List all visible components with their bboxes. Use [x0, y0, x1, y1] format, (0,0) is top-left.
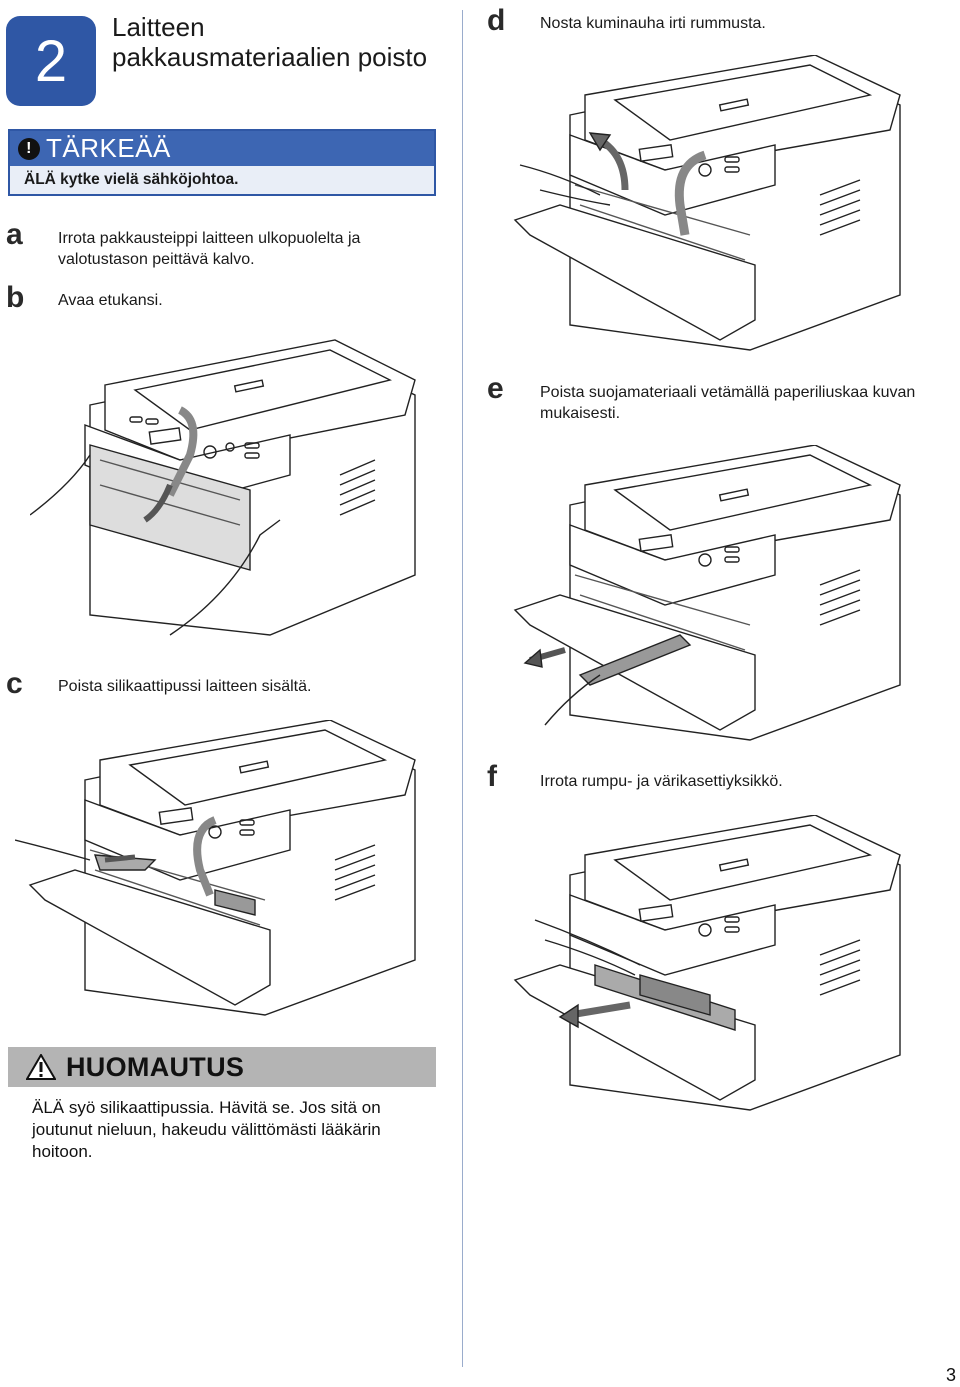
- column-divider: [462, 10, 463, 1367]
- step-letter-a: a: [6, 218, 23, 251]
- important-heading: TÄRKEÄÄ: [46, 133, 171, 163]
- step-letter-b: b: [6, 281, 25, 314]
- caution-heading: HUOMAUTUS: [66, 1051, 245, 1082]
- step-text-a: Irrota pakkausteippi laitteen ulkopuolel…: [58, 230, 361, 268]
- page-number: 3: [945, 1365, 956, 1385]
- printer-illustration-remove-protective-material: [500, 445, 910, 745]
- step-text-e: Poista suojamateriaali vetämällä paperil…: [540, 384, 916, 422]
- printer-illustration-remove-drum-unit: [500, 815, 910, 1115]
- step-text-d: Nosta kuminauha irti rummusta.: [540, 15, 766, 32]
- step-text-f: Irrota rumpu- ja värikasettiyksikkö.: [540, 773, 783, 790]
- printer-illustration-lift-rubber-band: [500, 55, 910, 355]
- important-heading-bar: ! TÄRKEÄÄ: [10, 131, 434, 166]
- printer-illustration-open-front-cover: [30, 335, 430, 640]
- caution-heading-bar: HUOMAUTUS: [8, 1047, 436, 1087]
- step-text-c: Poista silikaattipussi laitteen sisältä.: [58, 678, 312, 695]
- step-letter-f: f: [487, 760, 497, 793]
- exclamation-icon: !: [18, 137, 40, 160]
- step-letter-e: e: [487, 372, 504, 405]
- caution-text: ÄLÄ syö silikaattipussia. Hävitä se. Jos…: [32, 1098, 381, 1161]
- warning-triangle-icon: [26, 1054, 56, 1080]
- step-text-b: Avaa etukansi.: [58, 292, 163, 309]
- step-number: 2: [34, 28, 68, 94]
- important-text: ÄLÄ kytke vielä sähköjohtoa.: [10, 166, 434, 194]
- important-notice: ! TÄRKEÄÄ ÄLÄ kytke vielä sähköjohtoa.: [8, 129, 436, 196]
- printer-illustration-remove-silica-pack: [15, 720, 425, 1020]
- section-title: Laitteen pakkausmateriaalien poisto: [112, 12, 428, 72]
- step-letter-c: c: [6, 667, 23, 700]
- step-number-badge: 2: [6, 16, 96, 106]
- step-letter-d: d: [487, 4, 506, 37]
